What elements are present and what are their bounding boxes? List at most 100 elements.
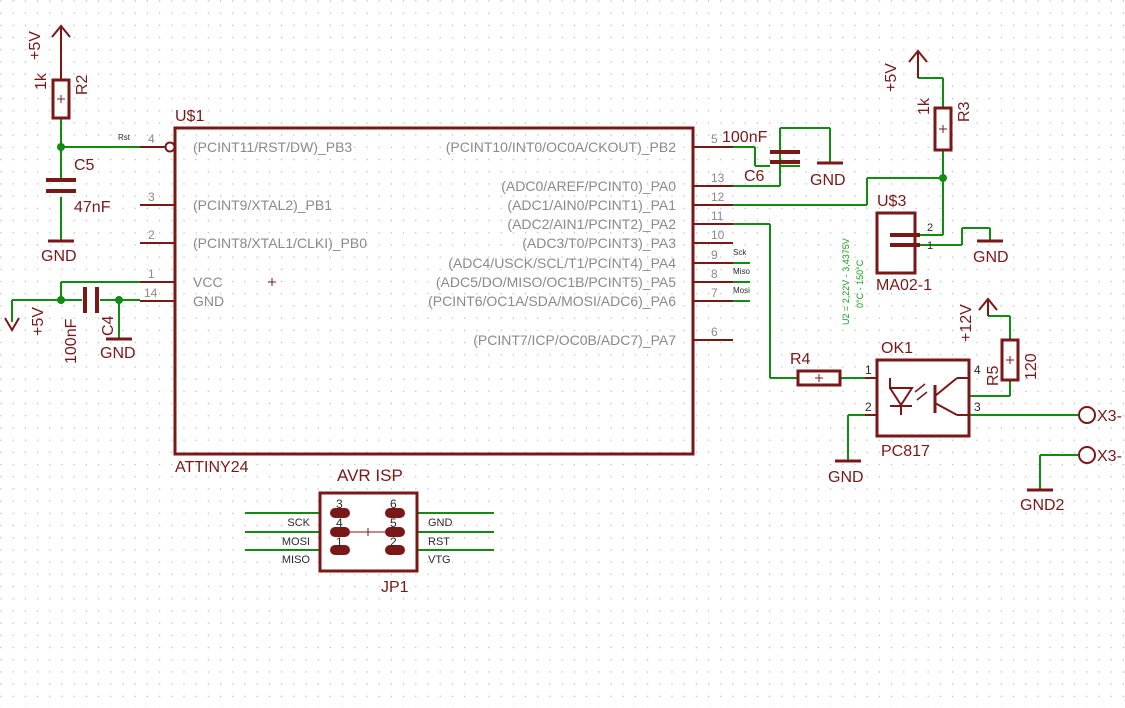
c6-name: C6 <box>744 168 765 185</box>
r4-pin1: 1 <box>865 363 872 377</box>
pin-num-3: 3 <box>148 190 155 204</box>
isp-right-rst: RST <box>428 536 450 548</box>
net-label-sck: Sck <box>733 248 747 257</box>
net-label-mosi: Mosi <box>733 286 750 295</box>
ok1-gnd-label: GND <box>828 469 864 486</box>
isp-right-gnd: GND <box>428 517 453 529</box>
c5-value: 47nF <box>74 199 111 216</box>
net-label-rst: Rst <box>118 133 131 142</box>
pin-num-10: 10 <box>711 228 725 242</box>
isp-left-sck: SCK <box>287 517 310 529</box>
net-label-miso: Miso <box>733 267 750 276</box>
gnd2-label: GND2 <box>1020 497 1065 514</box>
note-temperature-range: 0°C - 150°C <box>855 259 865 308</box>
isp-pin-1: 1 <box>336 535 343 549</box>
r5-value: 120 <box>1023 353 1040 380</box>
power-symbols <box>4 24 1053 492</box>
pin-label-pa4: (ADC4/USCK/SCL/T1/PCINT4)_PA4 <box>448 255 676 271</box>
pin-num-7: 7 <box>711 286 718 300</box>
pin-label-gnd: GND <box>193 293 224 309</box>
c4-gnd-label: GND <box>100 345 136 362</box>
r5-name: R5 <box>985 365 1002 386</box>
pin-label-pb0: (PCINT8/XTAL1/CLKI)_PB0 <box>193 235 367 251</box>
resistor-r4[interactable] <box>796 369 842 387</box>
pin-num-2: 2 <box>148 228 155 242</box>
pin-num-11: 11 <box>711 209 724 223</box>
isp-header-jp1[interactable] <box>318 491 419 573</box>
u3-pin2: 2 <box>927 222 933 234</box>
isp-left-miso: MISO <box>282 554 311 566</box>
mcu-name: U$1 <box>175 108 204 125</box>
c6-value: 100nF <box>722 129 768 146</box>
isp-title: AVR ISP <box>337 466 403 485</box>
mcu-value: ATTINY24 <box>175 459 249 476</box>
pin-label-pa7: (PCINT7/ICP/OC0B/ADC7)_PA7 <box>473 332 676 348</box>
c4-value: 100nF <box>63 318 80 364</box>
ok1-pin3: 3 <box>974 400 981 414</box>
isp-pin-3: 3 <box>336 497 343 511</box>
c4-supply-label: +5V <box>30 307 47 336</box>
capacitor-c5[interactable] <box>46 178 76 193</box>
resistor-r2[interactable] <box>51 78 71 120</box>
pin-num-13: 13 <box>711 171 725 185</box>
r3-name: R3 <box>956 101 973 122</box>
isp-pin-6: 6 <box>390 497 397 511</box>
isp-pin-4: 4 <box>336 516 343 530</box>
pin-label-pa0: (ADC0/AREF/PCINT0)_PA0 <box>501 178 676 194</box>
terminal-x3[interactable] <box>1078 406 1096 464</box>
connector-u3[interactable] <box>875 211 920 275</box>
pin-num-6: 6 <box>711 325 718 339</box>
isp-left-mosi: MOSI <box>282 536 310 548</box>
pin-num-5: 5 <box>711 132 718 146</box>
x3-terminal-b: X3- <box>1097 448 1122 465</box>
u3-gnd-label: GND <box>973 249 1009 266</box>
c4-name: C4 <box>100 315 117 336</box>
pin-num-14: 14 <box>144 286 158 300</box>
u3-name: U$3 <box>877 193 906 210</box>
resistor-r5[interactable] <box>1000 338 1020 382</box>
pin-num-12: 12 <box>711 190 725 204</box>
pin-num-1: 1 <box>148 267 155 281</box>
isp-pin-2: 2 <box>390 535 397 549</box>
ok1-pin2: 2 <box>865 400 872 414</box>
c5-name: C5 <box>74 157 95 174</box>
inverted-pin-bubble <box>164 141 176 153</box>
pin-label-pa3: (ADC3/T0/PCINT3)_PA3 <box>522 235 676 251</box>
ok1-name: OK1 <box>881 340 913 357</box>
pin-num-9: 9 <box>711 248 718 262</box>
pin-label-pa6: (PCINT6/OC1A/SDA/MOSI/ADC6)_PA6 <box>428 293 676 309</box>
u3-value: MA02-1 <box>876 277 932 294</box>
r2-name: R2 <box>74 74 91 95</box>
r3-value: 1k <box>916 97 933 115</box>
pin-label-vcc: VCC <box>193 274 223 290</box>
pin-label-pb3: (PCINT11/RST/DW)_PB3 <box>193 139 352 155</box>
isp-pin-5: 5 <box>390 516 397 530</box>
resistor-r3[interactable] <box>933 106 953 152</box>
capacitor-c6[interactable] <box>770 150 800 164</box>
isp-name: JP1 <box>381 579 409 596</box>
x3-terminal-a: X3- <box>1097 408 1122 425</box>
pin-label-pa5: (ADC5/DO/MISO/OC1B/PCINT5)_PA5 <box>436 274 676 290</box>
capacitor-c4[interactable] <box>83 287 99 313</box>
r2-supply-label: +5V <box>27 31 44 60</box>
mcu-u1[interactable] <box>140 126 733 456</box>
optocoupler-ok1[interactable] <box>865 358 971 438</box>
junction-dots <box>57 143 947 304</box>
r5-supply-label: +12V <box>958 304 975 342</box>
pin-label-pa2: (ADC2/AIN1/PCINT2)_PA2 <box>507 216 676 232</box>
c6-gnd-label: GND <box>810 172 846 189</box>
note-voltage-range: U2 = 2,22V - 3,4375V <box>841 238 851 325</box>
r2-value: 1k <box>33 72 50 90</box>
pin-num-8: 8 <box>711 267 718 281</box>
isp-right-vtg: VTG <box>428 554 451 566</box>
pin-num-4: 4 <box>148 132 155 146</box>
ok1-pin4: 4 <box>974 363 981 377</box>
pin-label-pa1: (ADC1/AIN0/PCINT1)_PA1 <box>507 197 676 213</box>
wires <box>11 77 1078 551</box>
pin-label-pb1: (PCINT9/XTAL2)_PB1 <box>193 197 332 213</box>
u3-pin1: 1 <box>927 240 933 252</box>
r3-supply-label: +5V <box>883 63 900 92</box>
c5-gnd-label: GND <box>41 248 77 265</box>
